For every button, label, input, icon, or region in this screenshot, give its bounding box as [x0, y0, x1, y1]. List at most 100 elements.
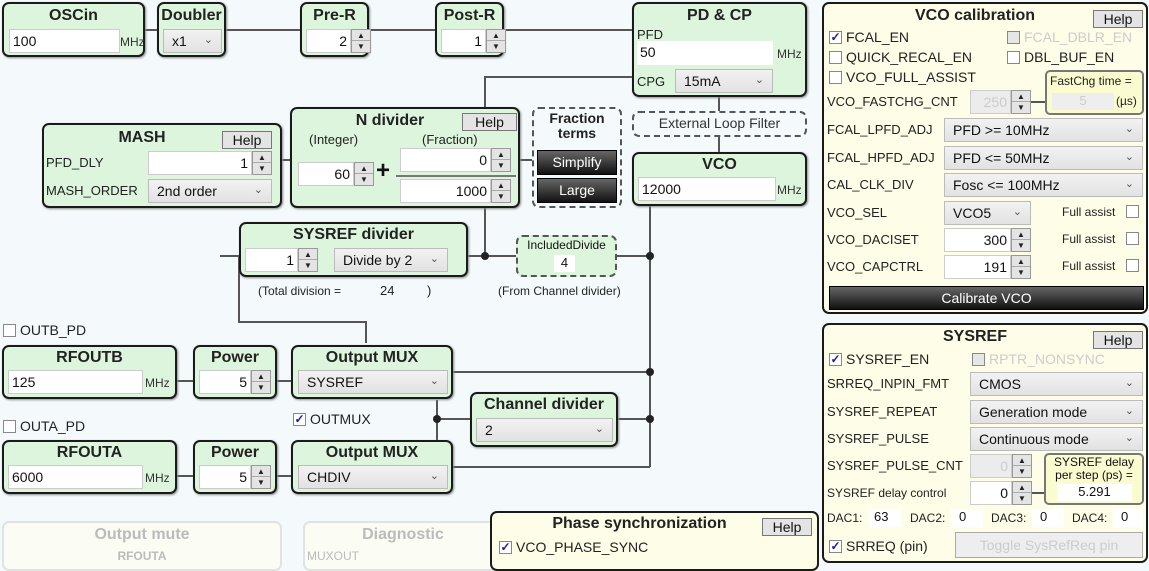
pfd-input[interactable]: 50	[637, 41, 773, 65]
outb-power-spinner[interactable]: ▲▼	[251, 370, 271, 394]
vco-calibration-help-button[interactable]: Help	[1093, 10, 1143, 28]
calibrate-vco-button[interactable]: Calibrate VCO	[829, 286, 1144, 310]
pfd-dly-label: PFD_DLY	[46, 155, 104, 170]
numerator-input[interactable]: 0	[400, 148, 491, 172]
diagnostic-muxout: MUXOUT	[307, 549, 359, 563]
outa-power-input[interactable]: 5	[199, 465, 251, 489]
cpg-value: 15mA	[684, 73, 721, 89]
large-button[interactable]: Large	[537, 178, 617, 203]
post-r-input[interactable]: 1	[441, 29, 486, 53]
phase-sync-help-button[interactable]: Help	[762, 518, 812, 536]
full-assist-label-3: Full assist	[1062, 259, 1116, 273]
fcal-lpfd-adj-select[interactable]: PFD >= 10MHz⌄	[944, 118, 1143, 142]
sysref-delay-step-label: SYSREF delay per step (ps) =	[1053, 455, 1135, 482]
fcal-hpfd-adj-select[interactable]: PFD <= 50MHz⌄	[944, 146, 1143, 170]
sysref-pulse-cnt-input[interactable]: 0	[970, 454, 1012, 478]
full-assist-checkbox-2[interactable]	[1126, 232, 1139, 245]
channel-divider-select[interactable]: 2⌄	[476, 418, 613, 442]
quick-recal-en-checkbox[interactable]	[829, 51, 842, 64]
channel-divider-value: 2	[485, 422, 493, 438]
fraction-label: (Fraction)	[422, 132, 478, 147]
pfd-dly-input[interactable]: 1	[148, 151, 252, 175]
outa-mux-select[interactable]: CHDIV⌄	[298, 465, 448, 489]
sysref-en-checkbox[interactable]: ✓	[829, 352, 842, 366]
outa-mux-title: Output MUX	[325, 444, 419, 461]
toggle-sysrefreq-pin-button[interactable]: Toggle SysRefReq pin	[955, 532, 1143, 558]
vco-calibration-title: VCO calibration	[914, 7, 1036, 24]
srreq-inpin-fmt-select[interactable]: CMOS⌄	[970, 372, 1143, 396]
rfouta-unit: MHz	[145, 471, 170, 485]
output-mute-rfouta: RFOUTA	[117, 549, 167, 563]
outa-power-spinner[interactable]: ▲▼	[251, 465, 271, 489]
rptr-nonsync-checkbox[interactable]	[972, 353, 985, 366]
vco-capctrl-input[interactable]: 191	[944, 255, 1011, 279]
outmux-checkbox[interactable]: ✓	[293, 412, 306, 426]
pre-r-input[interactable]: 2	[306, 29, 351, 53]
vco-full-assist-checkbox[interactable]	[829, 71, 842, 84]
sysref-help-button[interactable]: Help	[1093, 331, 1143, 349]
outa-pd-checkbox[interactable]	[3, 420, 16, 433]
denominator-input[interactable]: 1000	[400, 179, 491, 203]
vco-sel-select[interactable]: VCO5⌄	[944, 201, 1031, 225]
mash-order-select[interactable]: 2nd order⌄	[148, 179, 272, 203]
simplify-button[interactable]: Simplify	[537, 150, 617, 175]
chevron-down-icon: ⌄	[1124, 405, 1134, 417]
fcal-en-checkbox[interactable]: ✓	[829, 30, 842, 44]
srreq-pin-checkbox[interactable]: ✓	[829, 539, 842, 553]
dac3-label: DAC3:	[991, 511, 1027, 525]
doubler-title: Doubler	[161, 7, 222, 24]
doubler-select[interactable]: x1⌄	[163, 29, 222, 53]
pfd-dly-spinner[interactable]: ▲▼	[252, 151, 272, 175]
vco-daciset-spinner[interactable]: ▲▼	[1011, 228, 1031, 252]
outb-mux-select[interactable]: SYSREF⌄	[298, 370, 448, 394]
fastchg-time-unit: (µs)	[1116, 94, 1137, 108]
sysref-divide-select[interactable]: Divide by 2⌄	[334, 248, 448, 272]
pre-r-spinner[interactable]: ▲▼	[351, 29, 371, 53]
vco-sel-value: VCO5	[953, 205, 992, 221]
integer-spinner[interactable]: ▲▼	[354, 162, 374, 186]
fastchg-cnt-spinner[interactable]: ▲▼	[1011, 90, 1031, 114]
full-assist-checkbox-1[interactable]	[1126, 205, 1139, 218]
pfd-label: PFD	[637, 27, 663, 42]
connector	[1031, 101, 1045, 103]
denominator-spinner[interactable]: ▲▼	[491, 179, 511, 203]
sysref-pulse-select[interactable]: Continuous mode⌄	[970, 427, 1143, 451]
fcal-dblr-en-checkbox[interactable]	[1007, 31, 1020, 44]
sysref-pulse-cnt-spinner[interactable]: ▲▼	[1012, 454, 1032, 478]
sysref-delay-control-spinner[interactable]: ▲▼	[1012, 481, 1032, 505]
vco-capctrl-spinner[interactable]: ▲▼	[1011, 255, 1031, 279]
total-division-close: )	[427, 283, 432, 298]
cal-clk-div-select[interactable]: Fosc <= 100MHz⌄	[944, 173, 1143, 197]
cpg-select[interactable]: 15mA⌄	[675, 69, 773, 93]
vco-input[interactable]: 12000	[638, 177, 776, 201]
doubler-value: x1	[172, 33, 187, 49]
outb-mux-title: Output MUX	[325, 349, 419, 366]
phase-sync-panel: Phase synchronization Help ✓ VCO_PHASE_S…	[490, 511, 819, 571]
integer-label: (Integer)	[309, 132, 359, 147]
numerator-spinner[interactable]: ▲▼	[491, 148, 511, 172]
dbl-buf-en-checkbox[interactable]	[1007, 51, 1020, 64]
outa-mux-block: Output MUX CHDIV⌄	[291, 440, 453, 494]
post-r-spinner[interactable]: ▲▼	[486, 29, 506, 53]
sysref-repeat-select[interactable]: Generation mode⌄	[970, 400, 1143, 424]
fastchg-time-box: FastChg time = 5 (µs)	[1045, 70, 1144, 115]
dac2-value: 0	[951, 509, 983, 527]
outb-pd-checkbox[interactable]	[3, 324, 16, 337]
vco-daciset-input[interactable]: 300	[944, 228, 1011, 252]
integer-input[interactable]: 60	[298, 162, 354, 186]
sysref-divider-spinner[interactable]: ▲▼	[298, 248, 318, 272]
mash-help-button[interactable]: Help	[222, 131, 272, 149]
mash-title: MASH	[118, 129, 166, 146]
n-divider-help-button[interactable]: Help	[462, 113, 517, 131]
full-assist-checkbox-3[interactable]	[1126, 259, 1139, 272]
sysref-delay-control-input[interactable]: 0	[970, 481, 1012, 505]
sysref-divider-input[interactable]: 1	[245, 248, 298, 272]
full-assist-label-1: Full assist	[1062, 205, 1116, 219]
oscin-input[interactable]: 100	[9, 29, 120, 53]
fastchg-cnt-input[interactable]: 250	[970, 90, 1011, 114]
sysref-pulse-cnt-label: SYSREF_PULSE_CNT	[827, 458, 963, 473]
outb-power-input[interactable]: 5	[199, 370, 251, 394]
rfouta-input[interactable]: 6000	[8, 465, 143, 489]
rfoutb-input[interactable]: 125	[8, 370, 143, 394]
vco-phase-sync-checkbox[interactable]: ✓	[499, 540, 512, 554]
